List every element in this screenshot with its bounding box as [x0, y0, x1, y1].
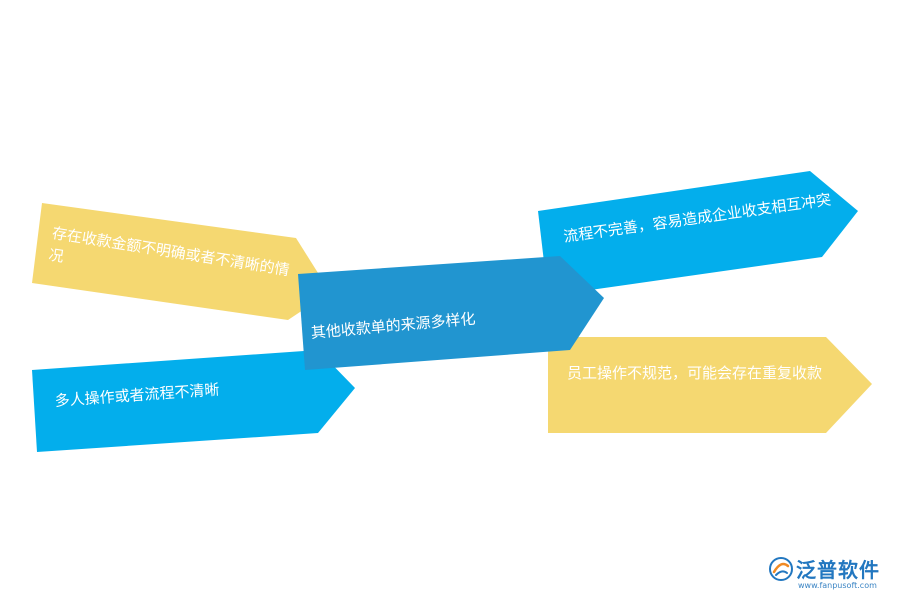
- brand-logo: 泛普软件 www.fanpusoft.com: [768, 554, 893, 594]
- arrow-center: [298, 256, 604, 370]
- logo-name: 泛普软件: [796, 558, 880, 582]
- arrow-top-right: [538, 171, 858, 296]
- arrow-top-left: [32, 203, 330, 320]
- item-text-bottom-right: 员工操作不规范，可能会存在重复收款: [567, 364, 823, 382]
- arrow-bottom-right: [548, 337, 872, 433]
- logo-icon: [769, 557, 793, 581]
- arrow-bottom-left: [32, 350, 355, 452]
- logo-url: www.fanpusoft.com: [798, 581, 877, 590]
